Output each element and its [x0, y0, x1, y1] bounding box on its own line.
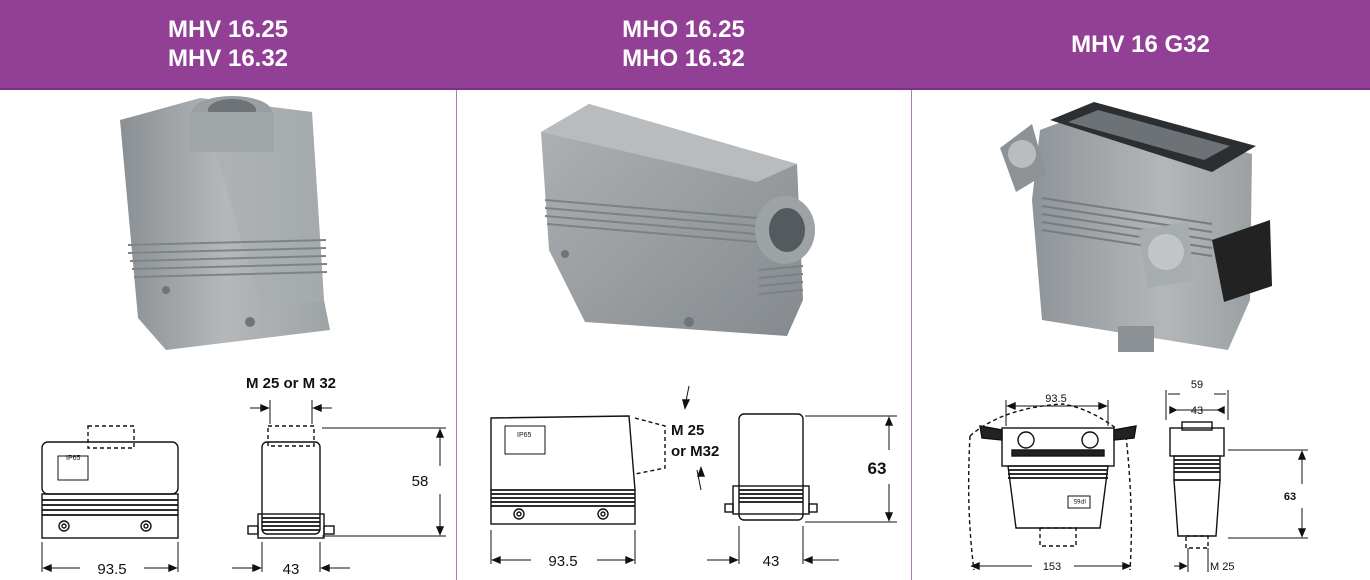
dim-entry-label: M 25	[1210, 561, 1234, 573]
dim-top-b-label: 43	[1191, 405, 1203, 417]
dim-height-label: 58	[412, 473, 429, 490]
dim-height-label: 63	[868, 459, 887, 478]
drawing-front-view	[490, 385, 706, 565]
ip-badge-front: IP65	[1073, 497, 1086, 503]
drawing-front-view	[41, 425, 179, 573]
drawing-side-view	[707, 413, 897, 565]
base-housing-photo	[1000, 102, 1272, 352]
entry-thread-label-a: M 25	[671, 422, 704, 439]
dim-top-a-label: 59	[1191, 379, 1203, 391]
dim-height-label: 63	[1284, 491, 1296, 503]
header-col1-line1: MHV 16.25	[167, 16, 289, 43]
column-divider	[911, 90, 912, 580]
drawing-side-view	[232, 400, 446, 573]
header-col3-line1: MHV 16 G32	[1071, 30, 1210, 58]
dim-depth-label: 43	[283, 561, 300, 578]
header-bar: MHV 16.25 MHV 16.32 MHO 16.25 MHO 16.32 …	[0, 0, 1370, 90]
content-area: IP65 93.5	[0, 90, 1370, 580]
dim-outer-label: 153	[1043, 561, 1061, 573]
dim-inner-label: 93.5	[1045, 393, 1066, 405]
header-col2-line1: MHO 16.25	[622, 16, 745, 43]
entry-thread-label-b: or M32	[671, 443, 719, 460]
panel-mhv-16-g32: 93.5 153	[967, 102, 1308, 573]
entry-thread-label: M 25 or M 32	[246, 375, 336, 392]
header-col1-line2: MHV 16.32	[167, 45, 289, 72]
ip-badge-front: IP65	[66, 455, 81, 462]
header-col1: MHV 16.25 MHV 16.32	[0, 0, 456, 88]
drawing-front-view	[967, 400, 1137, 571]
drawing-side-view	[1165, 390, 1308, 572]
column-divider	[456, 90, 457, 580]
dim-width-label: 93.5	[548, 553, 577, 570]
dim-width-label: 93.5	[97, 561, 126, 578]
panel-mhv-16: IP65 93.5	[41, 96, 446, 578]
header-col2: MHO 16.25 MHO 16.32	[456, 0, 911, 88]
housing-photo-horizontal	[541, 104, 815, 336]
dim-depth-label: 43	[763, 553, 780, 570]
housing-photo-vertical	[120, 96, 330, 350]
ip-badge-front: IP65	[517, 432, 532, 439]
header-col2-line2: MHO 16.32	[622, 45, 745, 72]
header-col3: MHV 16 G32	[911, 0, 1370, 88]
panel-mho-16: IP65 M 25 or M32 93.5	[490, 104, 897, 570]
